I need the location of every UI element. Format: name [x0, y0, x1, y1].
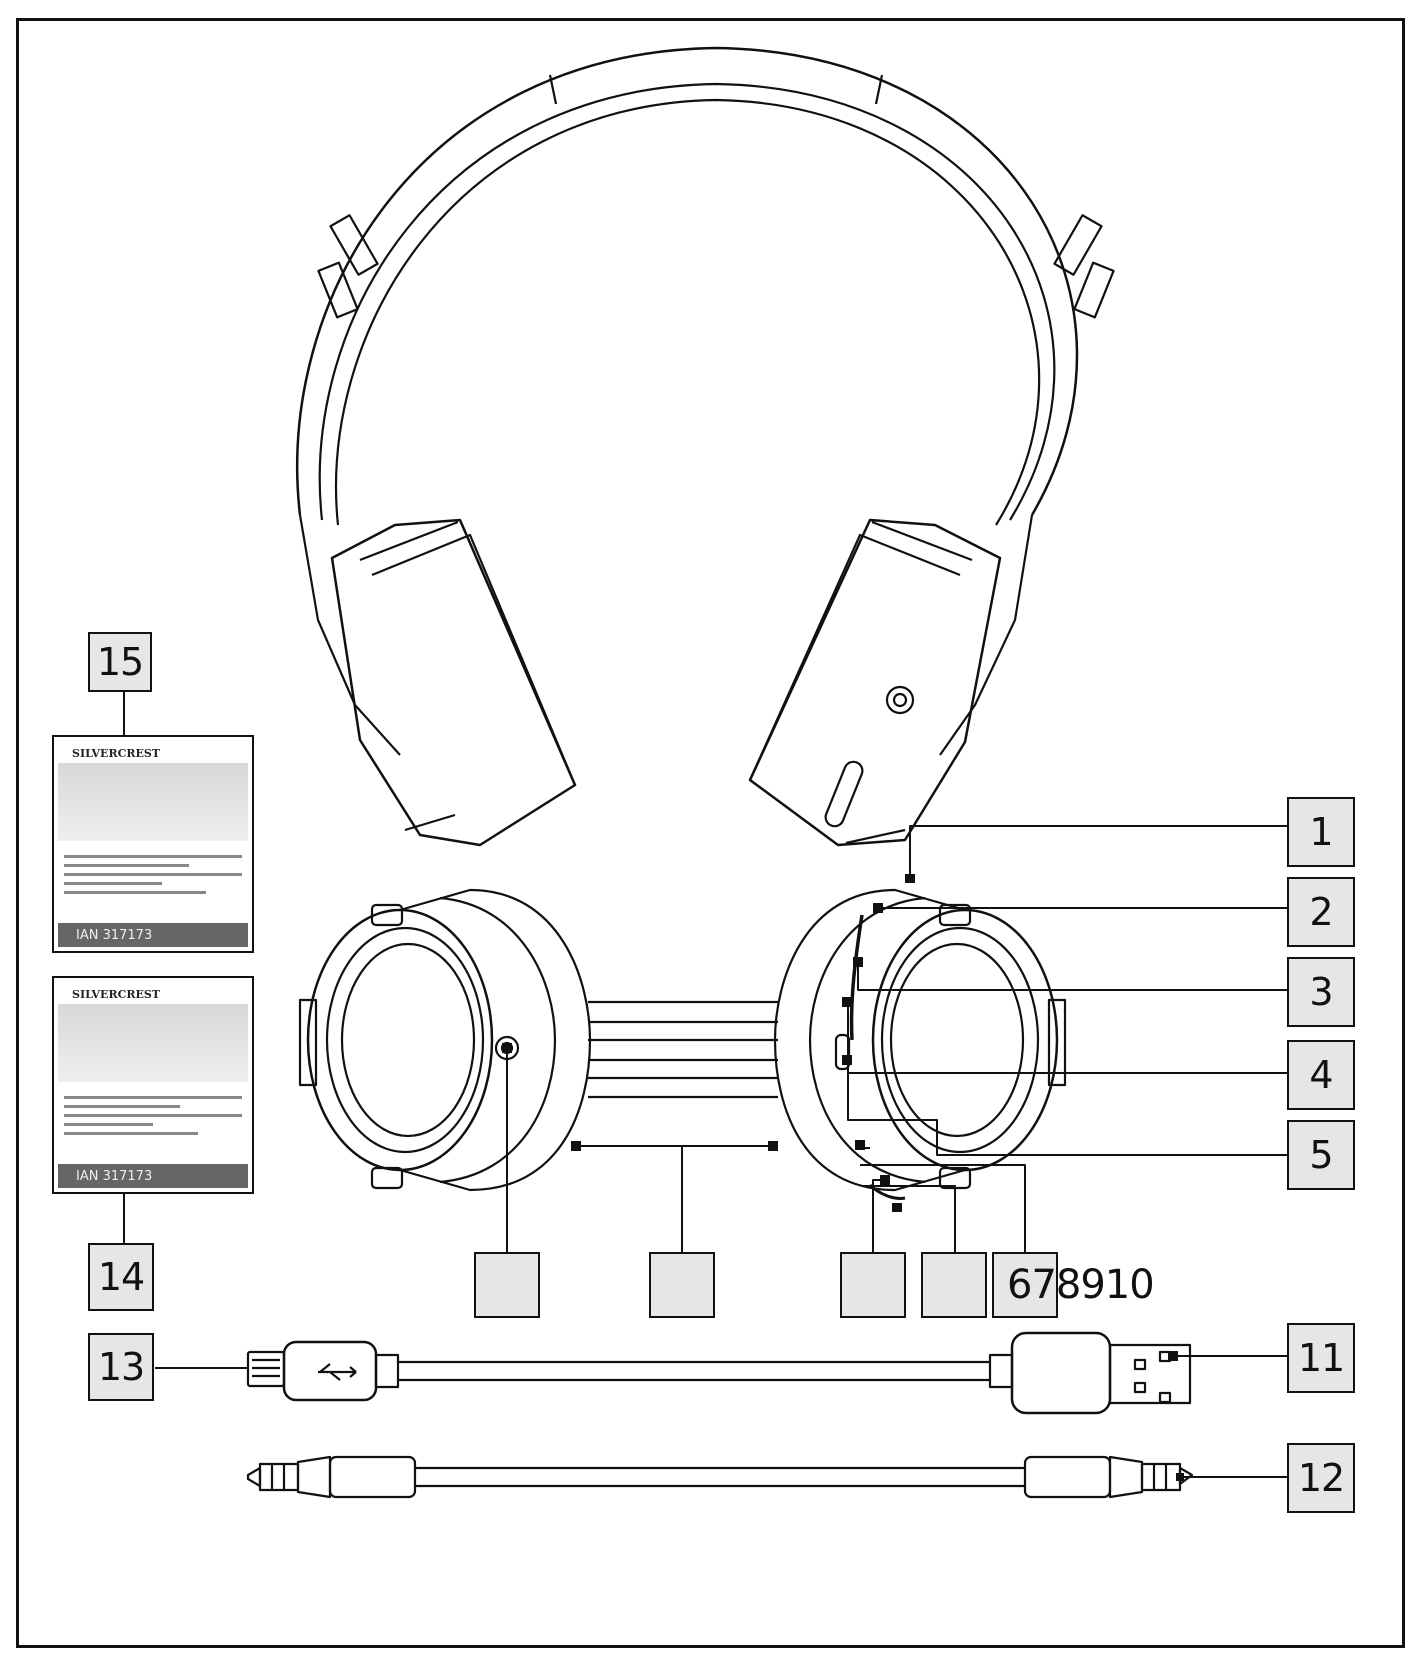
headband: [295, 46, 1115, 526]
manual-cover-photo: [58, 1004, 248, 1082]
right-ear-cup-top-view: [748, 514, 1034, 847]
callout-1: 1: [1287, 797, 1355, 867]
manual-cover-photo: [58, 763, 248, 841]
connector-lines: [588, 1000, 778, 1099]
left-ear-cup-side-view: [298, 888, 592, 1192]
manual-footer: IAN 317173: [58, 923, 248, 947]
callout-14: 14: [88, 1243, 154, 1311]
manual-booklet-14: SILVERCREST IAN 317173: [52, 976, 254, 1194]
manual-text-lines: [64, 1090, 242, 1160]
manual-text-lines: [64, 849, 242, 919]
usb-cable: [246, 1331, 1192, 1415]
callout-12: 12: [1287, 1443, 1355, 1513]
manual-booklet-15: SILVERCREST IAN 317173: [52, 735, 254, 953]
manual-footer: IAN 317173: [58, 1164, 248, 1188]
callout-15: 15: [88, 632, 152, 692]
callout-2: 2: [1287, 877, 1355, 947]
audio-cable: [246, 1455, 1194, 1499]
manual-brand: SILVERCREST: [72, 747, 160, 760]
callout-11: 11: [1287, 1323, 1355, 1393]
manual-brand: SILVERCREST: [72, 988, 160, 1001]
callout-4: 4: [1287, 1040, 1355, 1110]
pointer-dots: [118, 757, 1184, 1481]
callout-3: 3: [1287, 957, 1355, 1027]
left-ear-cup-top-view: [298, 514, 577, 847]
empty-callout-boxes: [474, 1252, 1058, 1318]
callout-sequence-6-10: 678910: [1007, 1262, 1155, 1308]
manual-ian-label: IAN 317173: [76, 927, 153, 943]
leader-lines: [123, 689, 1288, 1478]
callout-5: 5: [1287, 1120, 1355, 1190]
callout-13: 13: [88, 1333, 154, 1401]
right-ear-cup-side-view: [773, 888, 1067, 1200]
manual-ian-label: IAN 317173: [76, 1168, 153, 1184]
